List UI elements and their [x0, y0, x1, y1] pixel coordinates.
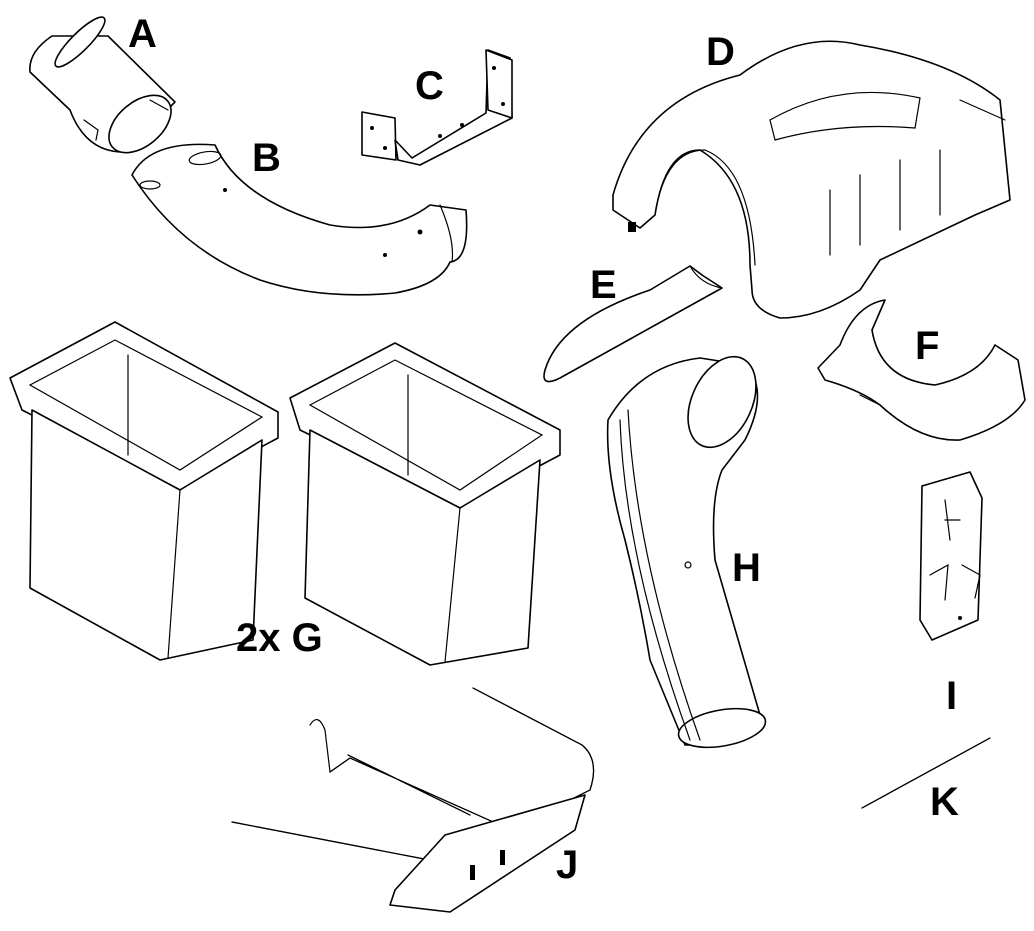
frame-icon — [231, 687, 595, 913]
part-label-b: B — [252, 136, 281, 180]
deflector-plate-icon — [543, 265, 723, 383]
part-label-a: A — [128, 12, 157, 56]
part-label-j: J — [556, 843, 579, 887]
curved-chute-icon — [131, 143, 468, 296]
part-label-i: I — [946, 674, 958, 718]
hood-cover-icon — [612, 40, 1011, 319]
part-label-c: C — [415, 64, 444, 108]
part-label-d: D — [706, 30, 735, 74]
part-label-k: K — [930, 780, 959, 824]
bag-bin-icon — [9, 321, 561, 666]
latch-plate-icon — [919, 471, 983, 641]
part-label-e: E — [590, 263, 617, 307]
rod-icon — [861, 737, 991, 809]
tube-icon — [29, 16, 176, 154]
discharge-tube-icon — [606, 355, 767, 749]
part-label-g: 2x G — [236, 616, 323, 660]
part-label-f: F — [915, 324, 940, 368]
part-label-h: H — [732, 546, 761, 590]
adapter-shell-icon — [817, 299, 1026, 441]
bracket-icon — [361, 49, 513, 166]
